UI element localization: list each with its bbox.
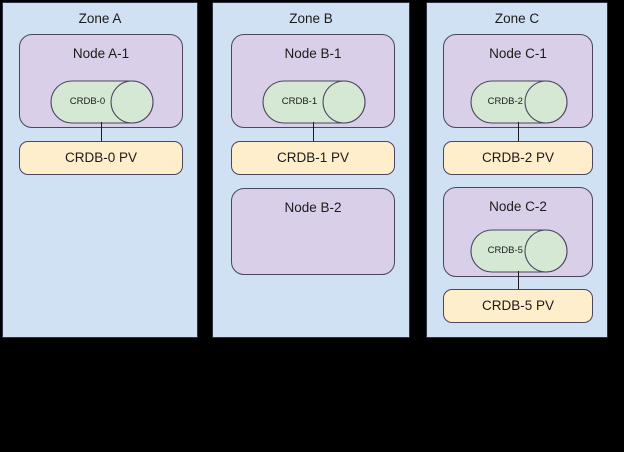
database-cylinder-crdb-2[interactable]: CRDB-2 <box>470 80 568 124</box>
zone-panel-a[interactable]: Zone A Node A-1 CRDB-0 CRDB-0 PV <box>2 2 198 338</box>
pv-label-crdb-2: CRDB-2 PV <box>481 150 554 165</box>
database-cylinder-crdb-1[interactable]: CRDB-1 <box>262 80 366 124</box>
node-title-c-2: Node C-2 <box>489 199 547 214</box>
node-title-c-1: Node C-1 <box>489 46 547 61</box>
node-box-c-2[interactable]: Node C-2 CRDB-5 <box>443 187 593 277</box>
cylinder-icon <box>470 229 568 273</box>
pv-box-crdb-2[interactable]: CRDB-2 PV <box>443 141 593 175</box>
cylinder-icon <box>262 80 366 124</box>
cylinder-icon <box>50 80 154 124</box>
pv-label-crdb-5: CRDB-5 PV <box>481 298 554 313</box>
zone-title-a: Zone A <box>78 11 122 26</box>
node-box-c-1[interactable]: Node C-1 CRDB-2 <box>443 34 593 128</box>
zone-panel-c[interactable]: Zone C Node C-1 CRDB-2 CRDB-2 PV Node C-… <box>426 2 608 338</box>
pv-box-crdb-5[interactable]: CRDB-5 PV <box>443 289 593 323</box>
node-title-b-1: Node B-1 <box>284 46 342 61</box>
cylinder-icon <box>470 80 568 124</box>
node-box-b-1[interactable]: Node B-1 CRDB-1 <box>231 34 395 128</box>
database-cylinder-crdb-0[interactable]: CRDB-0 <box>50 80 154 124</box>
database-cylinder-crdb-5[interactable]: CRDB-5 <box>470 229 568 273</box>
connector-a-1 <box>101 122 102 142</box>
node-box-a-1[interactable]: Node A-1 CRDB-0 <box>19 34 183 128</box>
zone-title-c: Zone C <box>494 11 540 26</box>
zone-title-b: Zone B <box>289 11 333 26</box>
pv-box-crdb-1[interactable]: CRDB-1 PV <box>231 141 395 175</box>
connector-c-2 <box>518 271 519 290</box>
pv-label-crdb-1: CRDB-1 PV <box>276 150 349 165</box>
connector-c-1 <box>518 122 519 142</box>
pv-label-crdb-0: CRDB-0 PV <box>64 150 137 165</box>
node-box-b-2[interactable]: Node B-2 <box>231 188 395 275</box>
pv-box-crdb-0[interactable]: CRDB-0 PV <box>19 141 183 175</box>
connector-b-1 <box>313 122 314 142</box>
zone-panel-b[interactable]: Zone B Node B-1 CRDB-1 CRDB-1 PV Node B-… <box>212 2 410 338</box>
node-title-a-1: Node A-1 <box>72 46 130 61</box>
node-title-b-2: Node B-2 <box>284 200 342 215</box>
